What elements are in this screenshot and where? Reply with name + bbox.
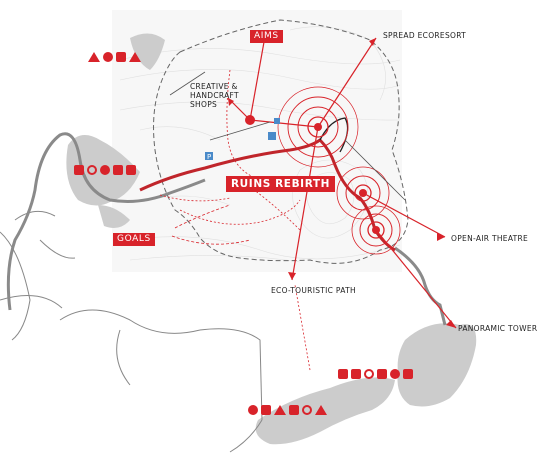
ruins-rebirth-tag: RUINS REBIRTH (226, 176, 336, 192)
eco-touristic-path-label: ECO-TOURISTIC PATH (271, 286, 356, 295)
tent-icon (129, 52, 141, 62)
creative-shops-label-3: SHOPS (190, 100, 218, 109)
camera-icon (248, 405, 258, 415)
icon-group-bottom-right (338, 369, 413, 379)
panoramic-tower-label: PANORAMIC TOWER (458, 324, 538, 333)
icon-group-bottom (248, 405, 327, 415)
red-main-route (139, 138, 396, 252)
fish-icon (113, 165, 123, 175)
target-rings (277, 86, 401, 255)
bridge-icon (274, 405, 286, 415)
main-road (6, 132, 206, 311)
icon-group-top-left (88, 52, 141, 62)
creative-shops-label-1: CREATIVE & (190, 82, 238, 91)
coast-lines (0, 210, 263, 453)
swim-icon (74, 165, 84, 175)
icon-group-left (74, 165, 136, 175)
lounger-icon (338, 369, 348, 379)
climber-icon (289, 405, 299, 415)
restaurant-icon (403, 369, 413, 379)
pin-icon (103, 52, 113, 62)
parking-markers (205, 118, 280, 160)
flower-icon (87, 165, 97, 175)
house-icon (315, 405, 327, 415)
parking-symbol: P (207, 153, 212, 161)
site-boundary (153, 19, 409, 264)
leaf-icon (100, 165, 110, 175)
basket-icon (116, 52, 126, 62)
theatre-icon (390, 369, 400, 379)
cycle-icon (302, 405, 312, 415)
water-drop-icon (88, 52, 100, 62)
walker-icon (377, 369, 387, 379)
creative-shops-label-2: HANDCRAFT (190, 91, 239, 100)
open-air-theatre-label: OPEN-AIR THEATRE (451, 234, 529, 243)
food-icon (126, 165, 136, 175)
arrow-heads (228, 38, 456, 328)
goals-tag: GOALS (113, 233, 155, 246)
aim-arrows (227, 37, 457, 329)
hiker-icon (351, 369, 361, 379)
aims-tag: AIMS (250, 30, 283, 43)
spread-ecoresort-label: SPREAD ECORESORT (383, 31, 467, 40)
ruins-icon (261, 405, 271, 415)
bike-icon (364, 369, 374, 379)
dotted-paths (159, 69, 311, 371)
